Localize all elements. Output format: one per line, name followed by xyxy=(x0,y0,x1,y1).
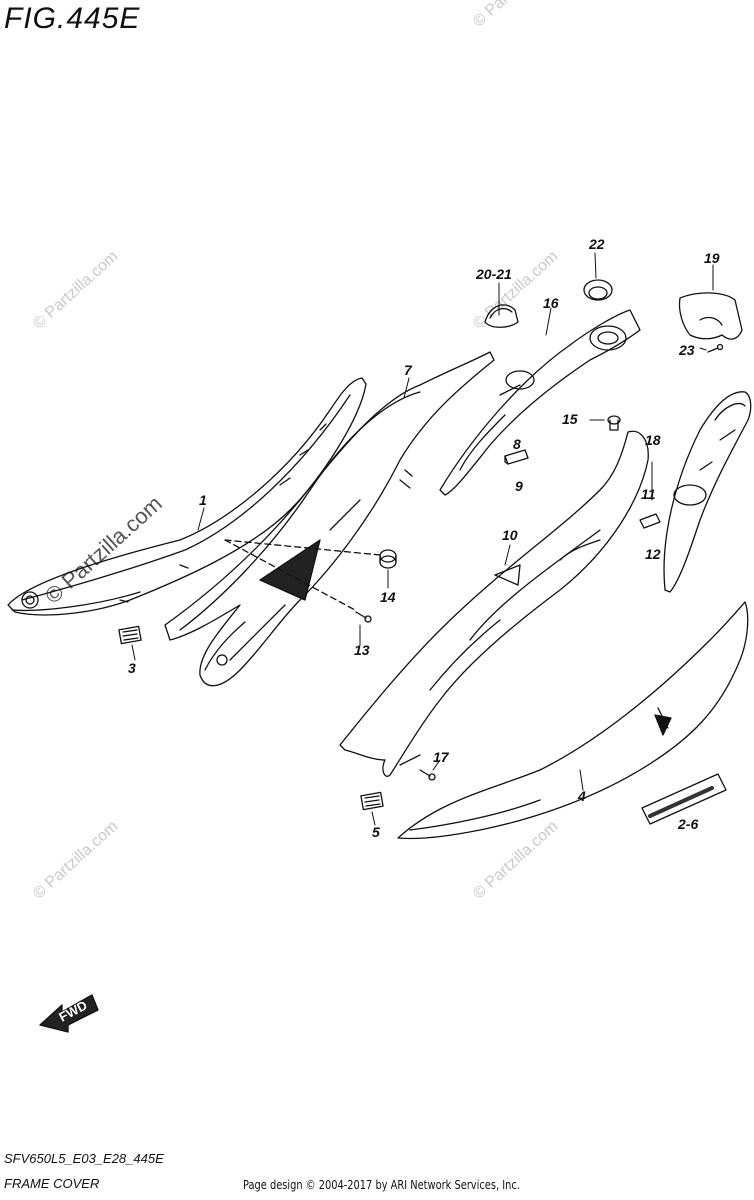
part-8-9-cushion[interactable] xyxy=(504,449,529,465)
callout-5[interactable]: 5 xyxy=(372,824,380,840)
part-23-screw[interactable] xyxy=(707,343,724,353)
callout-18[interactable]: 18 xyxy=(645,432,661,448)
part-20-21-cap[interactable] xyxy=(484,304,519,328)
callout-11[interactable]: 11 xyxy=(641,486,656,502)
part-7-frame-cover-center[interactable] xyxy=(164,351,495,687)
callout-16[interactable]: 17 xyxy=(433,749,449,765)
part-14-grommet[interactable] xyxy=(379,549,397,569)
callout-22[interactable]: 22 xyxy=(589,236,605,252)
callout-17[interactable]: 16 xyxy=(543,295,559,311)
part-4-side-cover[interactable] xyxy=(397,601,749,840)
callout-23[interactable]: 23 xyxy=(679,342,695,358)
part-17-rear-upper-cover[interactable] xyxy=(439,309,641,496)
part-10-lower-frame-cover[interactable] xyxy=(339,430,649,777)
fwd-direction-arrow xyxy=(39,994,99,1033)
part-11-12-cushion[interactable] xyxy=(639,513,661,529)
model-code: SFV650L5_E03_E28_445E xyxy=(4,1151,164,1166)
callout-3[interactable]: 3 xyxy=(128,660,136,676)
part-3-reflector[interactable] xyxy=(118,625,142,645)
callout-8[interactable]: 8 xyxy=(513,436,521,452)
part-22-ring[interactable] xyxy=(583,279,613,301)
callout-2-6[interactable]: 2-6 xyxy=(678,816,699,832)
part-19-tail-cover[interactable] xyxy=(678,292,743,340)
callout-13[interactable]: 13 xyxy=(354,642,370,658)
callout-14[interactable]: 14 xyxy=(380,589,396,605)
part-15-clip[interactable] xyxy=(607,415,621,431)
callout-10[interactable]: 10 xyxy=(502,527,518,543)
part-1-frame-cover-left[interactable] xyxy=(7,377,367,616)
part-5-reflector[interactable] xyxy=(360,791,384,811)
callout-20-21[interactable]: 20-21 xyxy=(476,266,512,282)
callout-9[interactable]: 9 xyxy=(515,478,523,494)
callout-4[interactable]: 4 xyxy=(578,788,586,804)
callout-1[interactable]: 1 xyxy=(199,492,207,508)
callout-7[interactable]: 7 xyxy=(404,362,412,378)
part-13-screw[interactable] xyxy=(355,611,372,623)
copyright-footer: Page design © 2004-2017 by ARI Network S… xyxy=(243,1178,520,1192)
figure-title: FIG.445E xyxy=(4,2,141,35)
callout-12[interactable]: 12 xyxy=(645,546,661,562)
callout-19[interactable]: 19 xyxy=(704,250,720,266)
part-2-6-emblem[interactable] xyxy=(641,773,727,825)
section-name: FRAME COVER xyxy=(4,1176,100,1191)
callout-15[interactable]: 15 xyxy=(562,411,578,427)
part-18-rear-side-cover[interactable] xyxy=(663,391,752,593)
part-16-screw[interactable] xyxy=(419,769,436,781)
